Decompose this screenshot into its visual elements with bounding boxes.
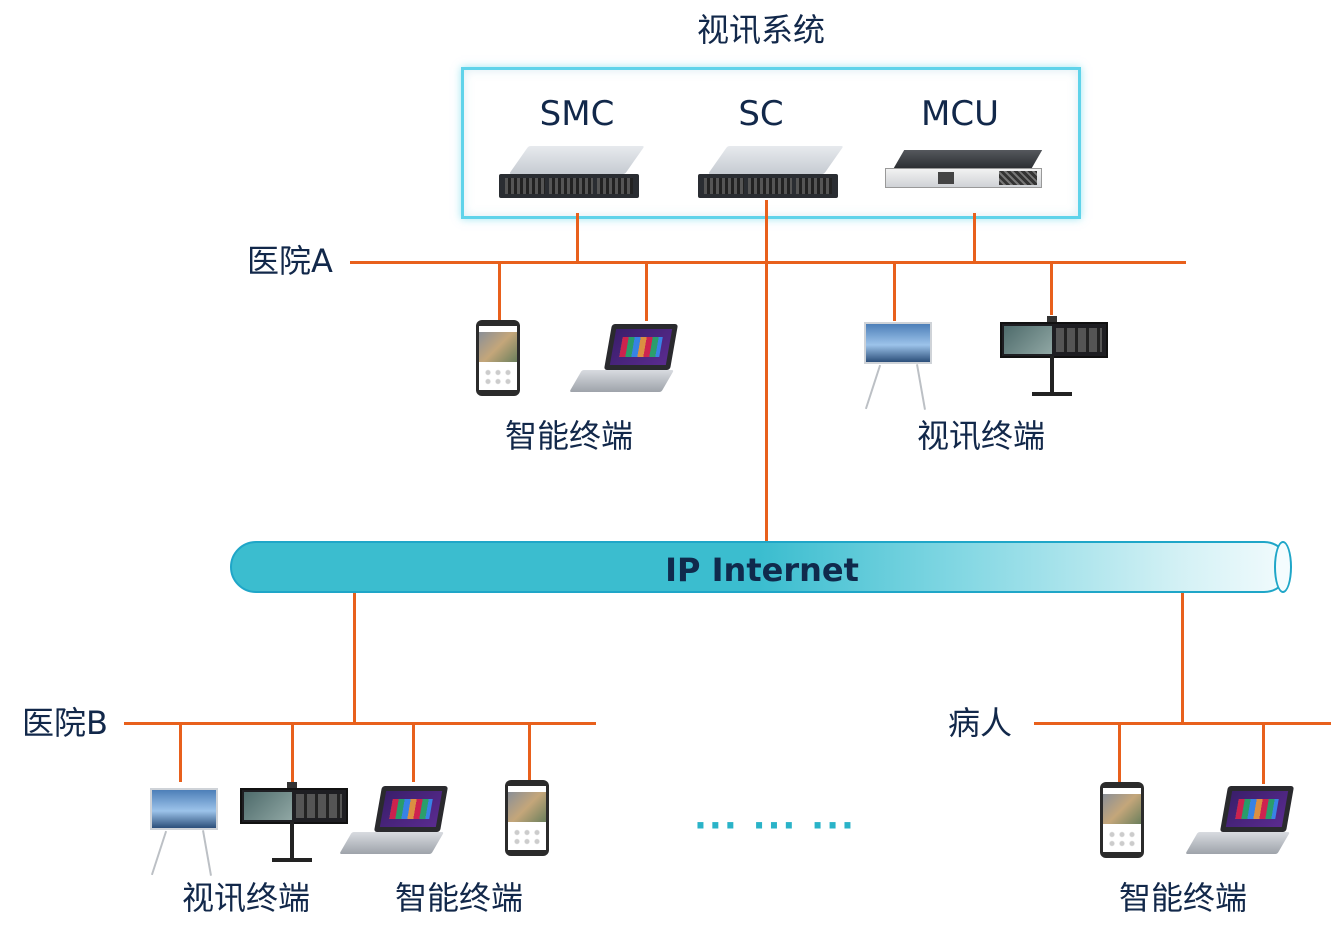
connector-line <box>1050 261 1053 315</box>
connector-line <box>576 213 579 262</box>
pipe-end-cap <box>1274 541 1292 593</box>
connector-line <box>1118 722 1121 784</box>
connector-line <box>645 261 648 321</box>
hospital-b-uplink-line <box>353 593 356 724</box>
network-label: IP Internet <box>665 551 859 589</box>
group-label-video-terminal: 视讯终端 <box>917 417 1046 455</box>
laptop-icon <box>1185 786 1295 860</box>
smartphone-icon <box>476 320 520 396</box>
connector-line <box>973 213 976 262</box>
connector-line <box>1262 722 1265 784</box>
sc-uplink-line <box>765 200 768 555</box>
server-label-smc: SMC <box>539 94 615 134</box>
dual-screen-cart-icon <box>1000 316 1108 402</box>
site-label-hospital-a: 医院A <box>247 242 333 280</box>
rack-server-icon <box>499 146 645 198</box>
connector-line <box>291 722 294 782</box>
video-board-icon <box>864 322 932 410</box>
system-title: 视讯系统 <box>697 11 826 49</box>
connector-line <box>528 722 531 782</box>
dual-screen-cart-icon <box>240 782 348 868</box>
group-label-video-terminal: 视讯终端 <box>182 879 311 917</box>
patient-uplink-line <box>1181 593 1184 724</box>
laptop-icon <box>339 786 449 860</box>
site-label-patient: 病人 <box>948 704 1013 742</box>
group-label-smart-terminal: 智能终端 <box>505 417 634 455</box>
hospital-a-bus-line <box>350 261 1186 264</box>
smartphone-icon <box>1100 782 1144 858</box>
video-board-icon <box>150 788 218 876</box>
connector-line <box>498 261 501 321</box>
more-sites-ellipsis: ··· ··· ··· <box>694 806 856 846</box>
laptop-icon <box>569 324 679 398</box>
hospital-b-bus-line <box>124 722 596 725</box>
smartphone-icon <box>505 780 549 856</box>
mcu-appliance-icon <box>885 150 1045 190</box>
connector-line <box>179 722 182 782</box>
site-label-hospital-b: 医院B <box>22 704 108 742</box>
server-label-sc: SC <box>738 94 784 134</box>
connector-line <box>412 722 415 782</box>
group-label-smart-terminal: 智能终端 <box>395 879 524 917</box>
ip-internet-pipe: IP Internet <box>230 541 1290 593</box>
server-label-mcu: MCU <box>921 94 999 134</box>
rack-server-icon <box>698 146 844 198</box>
connector-line <box>893 261 896 321</box>
patient-bus-line <box>1034 722 1331 725</box>
group-label-smart-terminal: 智能终端 <box>1119 879 1248 917</box>
